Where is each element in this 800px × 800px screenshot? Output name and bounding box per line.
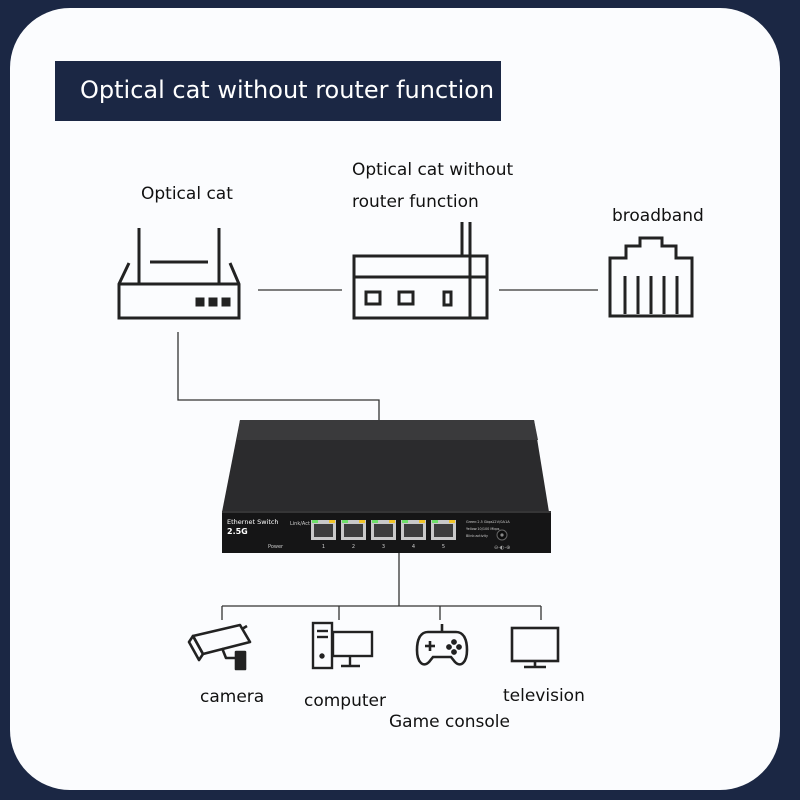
gamepad-icon [415,624,469,666]
led-green [312,520,318,523]
port-number: 5 [442,544,445,550]
power-label: Power [268,544,284,550]
switch-top-shade [237,420,538,440]
router-icon [117,228,241,320]
title-banner [55,61,501,121]
ethernet-port: 3 [371,520,396,550]
label-optical-cat-no-router-line1: Optical cat without [352,160,514,180]
switch-top [222,420,549,512]
ethernet-port: 5 [431,520,456,550]
label-broadband: broadband [612,206,704,226]
switch-speed: 2.5G [227,527,248,536]
rj45-port-icon [608,236,694,318]
port-number: 4 [412,544,415,550]
page-title: Optical cat without router function [80,76,495,104]
led-green [372,520,378,523]
led-yellow [449,520,455,523]
led-green [402,520,408,523]
label-computer: computer [304,691,386,711]
legend-line-1: Green:2.5 Gbps [466,520,493,524]
ethernet-switch: Ethernet Switch 2.5G Power Link/Act 1 2 3 4… [222,420,551,553]
led-green [432,520,438,523]
led-yellow [389,520,395,523]
port-number: 2 [352,544,355,550]
label-camera: camera [200,687,265,707]
camera-icon [187,623,252,671]
led-yellow [419,520,425,523]
port-number: 1 [322,544,325,550]
computer-icon [311,621,374,670]
led-yellow [329,520,335,523]
content-card [10,8,780,790]
polarity-symbol: ⊖-◐-⊕ [494,545,510,551]
ethernet-port: 2 [341,520,366,550]
label-optical-cat: Optical cat [141,184,233,204]
power-spec: 12V/0A1A [492,520,510,524]
label-game-console: Game console [389,712,510,732]
legend-line-3: Blink:activity [466,534,488,538]
television-icon [510,626,560,669]
switch-label: Ethernet Switch [227,518,279,526]
led-yellow [359,520,365,523]
port-number: 3 [382,544,385,550]
legend-line-2: Yellow:10/100 Mbps [466,527,500,531]
led-green [342,520,348,523]
ethernet-port: 4 [401,520,426,550]
switch-ports: 1 2 3 4 5 [311,520,456,550]
label-television: television [503,686,585,706]
link-act-label: Link/Act [290,521,310,527]
modem-icon [352,222,489,320]
label-optical-cat-no-router-line2: router function [352,192,479,212]
ethernet-port: 1 [311,520,336,550]
